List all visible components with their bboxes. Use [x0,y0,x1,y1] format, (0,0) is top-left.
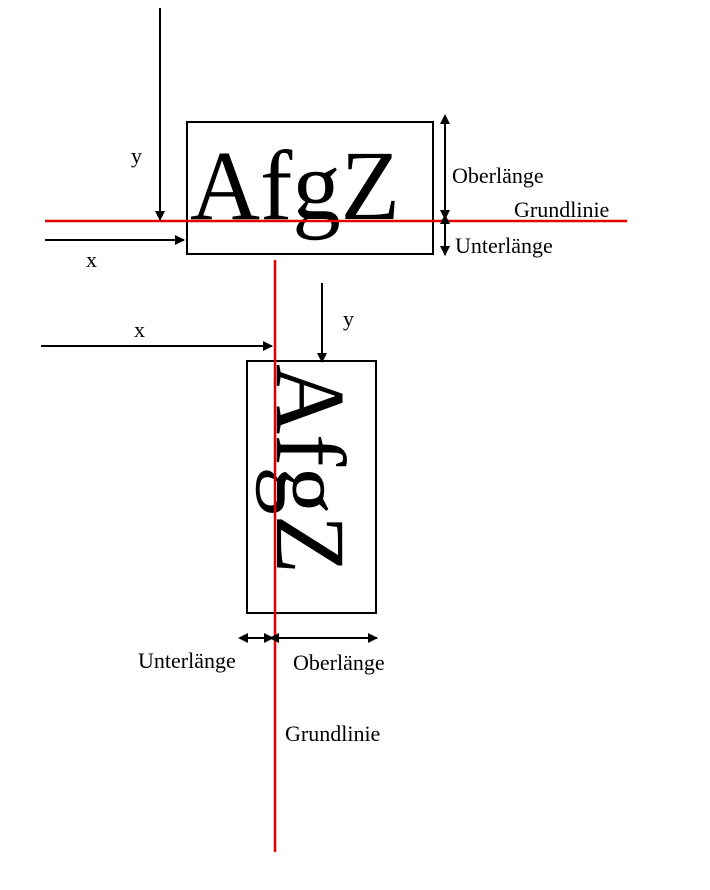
vertical-baseline-label: Grundlinie [285,721,380,746]
vertical-x-label: x [134,317,145,342]
horizontal-sample-text: AfgZ [190,130,400,241]
vertical-example: AfgZ x y Unterlänge Oberlänge Grundlinie [41,260,385,852]
horizontal-baseline-label: Grundlinie [514,197,609,222]
horizontal-ascender-label: Oberlänge [452,163,544,188]
vertical-sample-text: AfgZ [255,364,366,574]
horizontal-descender-label: Unterlänge [455,233,553,258]
horizontal-y-label: y [131,143,142,168]
horizontal-x-label: x [86,247,97,272]
vertical-ascender-label: Oberlänge [293,650,385,675]
vertical-y-label: y [343,306,354,331]
vertical-descender-label: Unterlänge [138,648,236,673]
horizontal-example: AfgZ y x Oberlänge Grundlinie Unterlänge [45,8,627,272]
horizontal-text-box [186,121,434,255]
vertical-text-box [246,360,377,614]
